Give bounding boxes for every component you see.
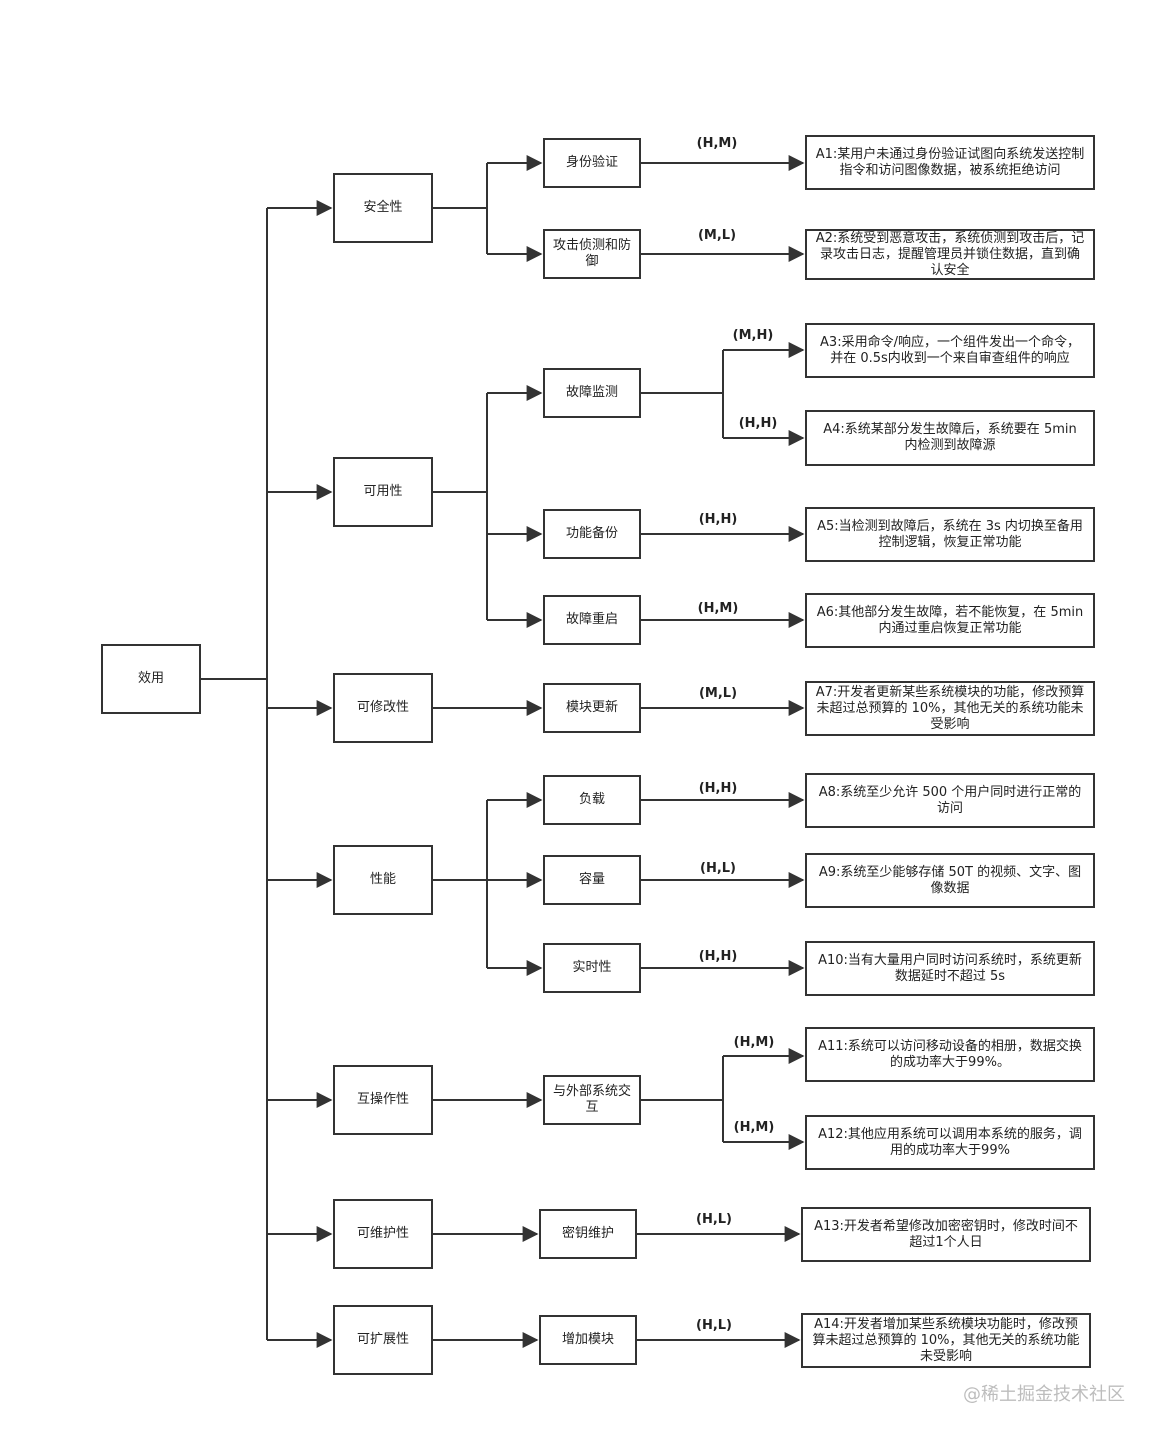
scenario-a6: A6:其他部分发生故障，若不能恢复，在 5min 内通过重启恢复正常功能	[805, 593, 1095, 648]
scenario-text: A4:系统某部分发生故障后，系统要在 5min 内检测到故障源	[823, 422, 1077, 453]
attribute-security: 安全性	[333, 173, 433, 243]
refinement-realtime: 实时性	[543, 943, 641, 993]
scenario-a8: A8:系统至少允许 500 个用户同时进行正常的访问	[805, 773, 1095, 828]
attribute-label: 安全性	[363, 200, 403, 215]
attribute-availability: 可用性	[333, 457, 433, 527]
scenario-text: A13:开发者希望修改加密密钥时，修改时间不超过1个人日	[814, 1218, 1078, 1250]
scenario-text: A3:采用命令/响应，一个组件发出一个命令，并在 0.5s内收到一个来自审查组件…	[820, 334, 1080, 366]
scenario-a14: A14:开发者增加某些系统模块功能时，修改预算未超过总预算的 10%，其他无关的…	[801, 1313, 1091, 1368]
refinement-fault-restart: 故障重启	[543, 595, 641, 645]
scenario-text: A12:其他应用系统可以调用本系统的服务，调用的成功率大于99%	[818, 1126, 1082, 1158]
rating-label: (H,M)	[697, 601, 739, 616]
refinement-label: 容量	[578, 872, 605, 887]
attribute-label: 性能	[369, 872, 396, 887]
scenario-text: A1:某用户未通过身份验证试图向系统发送控制指令和访问图像数据，被系统拒绝访问	[815, 146, 1085, 178]
attribute-modifiability: 可修改性	[333, 673, 433, 743]
scenario-a4: A4:系统某部分发生故障后，系统要在 5min 内检测到故障源	[805, 410, 1095, 466]
scenario-a10: A10:当有大量用户同时访问系统时，系统更新数据延时不超过 5s	[805, 941, 1095, 996]
rating-label: (M,H)	[732, 328, 774, 343]
refinement-label: 故障重启	[565, 612, 618, 627]
scenario-text: A7:开发者更新某些系统模块的功能，修改预算未超过总预算的 10%，其他无关的系…	[815, 684, 1085, 732]
root-node: 效用	[101, 644, 201, 714]
scenario-a11: A11:系统可以访问移动设备的相册，数据交换的成功率大于99%。	[805, 1027, 1095, 1082]
attribute-label: 可维护性	[356, 1226, 409, 1241]
attribute-extensibility: 可扩展性	[333, 1305, 433, 1375]
refinement-label: 故障监测	[565, 385, 618, 400]
attribute-label: 互操作性	[356, 1092, 409, 1107]
scenario-text: A11:系统可以访问移动设备的相册，数据交换的成功率大于99%。	[818, 1038, 1082, 1070]
scenario-a1: A1:某用户未通过身份验证试图向系统发送控制指令和访问图像数据，被系统拒绝访问	[805, 135, 1095, 190]
refinement-module-update: 模块更新	[543, 683, 641, 733]
refinement-label: 身份验证	[565, 155, 618, 170]
attribute-performance: 性能	[333, 845, 433, 915]
scenario-a5: A5:当检测到故障后，系统在 3s 内切换至备用控制逻辑，恢复正常功能	[805, 507, 1095, 562]
attribute-label: 可修改性	[356, 700, 409, 715]
scenario-a2: A2:系统受到恶意攻击，系统侦测到攻击后，记录攻击日志，提醒管理员并锁住数据，直…	[805, 229, 1095, 280]
rating-label: (H,M)	[733, 1035, 775, 1050]
refinement-label: 负载	[578, 792, 605, 807]
scenario-text: A9:系统至少能够存储 50T 的视频、文字、图像数据	[818, 864, 1082, 896]
root-label: 效用	[137, 671, 164, 686]
refinement-fault-monitor: 故障监测	[543, 368, 641, 418]
refinement-attack-detection: 攻击侦测和防御	[543, 229, 641, 279]
attribute-interoperability: 互操作性	[333, 1065, 433, 1135]
scenario-a7: A7:开发者更新某些系统模块的功能，修改预算未超过总预算的 10%，其他无关的系…	[805, 681, 1095, 736]
refinement-label: 实时性	[572, 960, 612, 975]
scenario-text: A2:系统受到恶意攻击，系统侦测到攻击后，记录攻击日志，提醒管理员并锁住数据，直…	[815, 230, 1085, 278]
refinement-add-module: 增加模块	[539, 1315, 637, 1365]
refinement-label: 与外部系统交互	[552, 1084, 631, 1115]
rating-label: (H,H)	[698, 949, 738, 964]
rating-label: (M,L)	[697, 228, 737, 243]
refinement-label: 增加模块	[561, 1332, 614, 1347]
scenario-text: A8:系统至少允许 500 个用户同时进行正常的访问	[818, 784, 1082, 816]
scenario-a12: A12:其他应用系统可以调用本系统的服务，调用的成功率大于99%	[805, 1115, 1095, 1170]
scenario-text: A14:开发者增加某些系统模块功能时，修改预算未超过总预算的 10%，其他无关的…	[812, 1316, 1080, 1364]
rating-label: (H,H)	[698, 512, 738, 527]
attribute-label: 可扩展性	[356, 1332, 409, 1347]
refinement-function-backup: 功能备份	[543, 509, 641, 559]
refinement-key-maintenance: 密钥维护	[539, 1209, 637, 1259]
refinement-capacity: 容量	[543, 855, 641, 905]
refinement-identity-auth: 身份验证	[543, 138, 641, 188]
rating-label: (H,H)	[738, 416, 778, 431]
scenario-a9: A9:系统至少能够存储 50T 的视频、文字、图像数据	[805, 853, 1095, 908]
refinement-label: 攻击侦测和防御	[552, 238, 631, 269]
rating-label: (H,H)	[698, 781, 738, 796]
rating-label: (H,L)	[696, 1318, 732, 1333]
rating-label: (M,L)	[698, 686, 738, 701]
refinement-external-interaction: 与外部系统交互	[543, 1075, 641, 1125]
refinement-label: 模块更新	[565, 700, 618, 715]
rating-label: (H,L)	[696, 1212, 732, 1227]
scenario-text: A10:当有大量用户同时访问系统时，系统更新数据延时不超过 5s	[818, 952, 1082, 984]
attribute-maintainability: 可维护性	[333, 1199, 433, 1269]
rating-label: (H,M)	[696, 136, 738, 151]
refinement-label: 密钥维护	[561, 1226, 614, 1241]
refinement-label: 功能备份	[565, 526, 618, 541]
attribute-label: 可用性	[363, 484, 403, 499]
rating-label: (H,L)	[700, 861, 736, 876]
rating-label: (H,M)	[733, 1120, 775, 1135]
scenario-a13: A13:开发者希望修改加密密钥时，修改时间不超过1个人日	[801, 1207, 1091, 1262]
scenario-text: A5:当检测到故障后，系统在 3s 内切换至备用控制逻辑，恢复正常功能	[817, 518, 1083, 550]
scenario-text: A6:其他部分发生故障，若不能恢复，在 5min 内通过重启恢复正常功能	[816, 604, 1084, 636]
scenario-a3: A3:采用命令/响应，一个组件发出一个命令，并在 0.5s内收到一个来自审查组件…	[805, 323, 1095, 378]
watermark: @稀土掘金技术社区	[963, 1384, 1125, 1405]
refinement-load: 负载	[543, 775, 641, 825]
